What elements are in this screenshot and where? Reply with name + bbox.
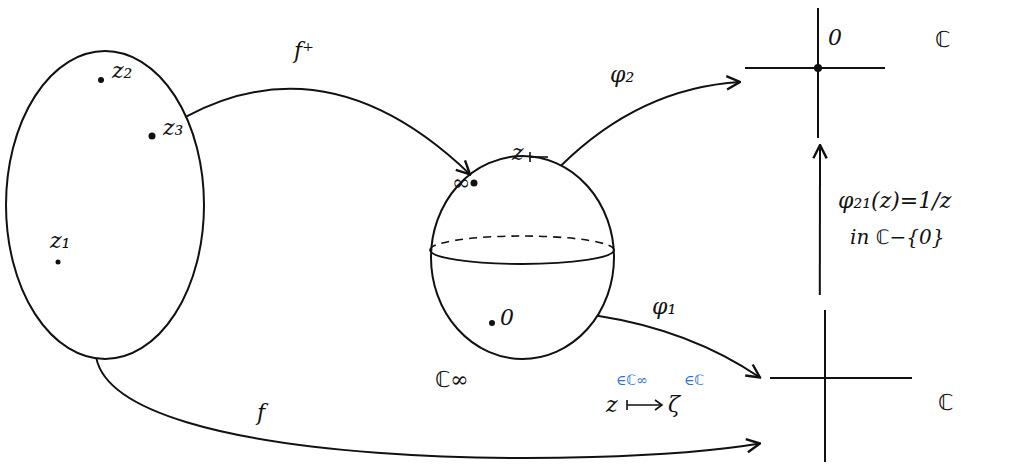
variable: ζ [668, 392, 680, 417]
axis [770, 377, 912, 379]
map-arrow [186, 89, 470, 175]
mapsto-head [655, 400, 662, 410]
axis [817, 8, 819, 138]
point-dot [149, 133, 156, 140]
point-dot [471, 180, 478, 187]
outline [5, 50, 205, 360]
node-text: 0 [828, 25, 842, 50]
map-arrow [597, 316, 760, 378]
map-label: φ₁ [650, 294, 678, 319]
note: in ℂ−{0} [850, 226, 945, 249]
node-text: ℂ∞ [435, 367, 469, 392]
map-arrow [819, 145, 821, 295]
node-text: ℂ [938, 390, 953, 415]
outline-ellipse [6, 51, 204, 359]
complex-plane: ℂ [760, 295, 990, 460]
equator-front [430, 250, 614, 264]
origin-dot [814, 64, 822, 72]
riemann-sphere: ∞0ℂ∞ [430, 155, 615, 360]
node-text: ℂ [935, 27, 950, 52]
mapsto-arrow [627, 404, 662, 406]
domain-region: z₂ z₃ z₁ [5, 50, 205, 360]
map-arrow [96, 358, 760, 458]
node-text: 0 [500, 305, 514, 330]
point-dot [489, 320, 495, 326]
complex-plane: 0ℂ [740, 5, 970, 145]
node-text: z₂ [112, 58, 132, 83]
map-label: f [255, 400, 267, 425]
node-text: z₁ [50, 228, 70, 253]
point-dot [56, 260, 61, 265]
variable: z [512, 140, 524, 165]
annotation: ∈ℂ [684, 372, 704, 388]
point-dot [98, 77, 104, 83]
node-text: z₃ [163, 115, 183, 140]
annotation: ∈ℂ∞ [616, 372, 648, 388]
axis [824, 310, 826, 462]
equator-back [430, 236, 614, 250]
map-label: φ₂ [608, 62, 636, 87]
map-label: φ₂₁(z)=1/z [836, 188, 953, 213]
map-arrow [561, 82, 740, 166]
node-text: ∞ [452, 170, 470, 195]
variable: z [606, 392, 618, 417]
outline-ellipse [431, 156, 614, 359]
map-label: f⁺ [292, 38, 316, 63]
